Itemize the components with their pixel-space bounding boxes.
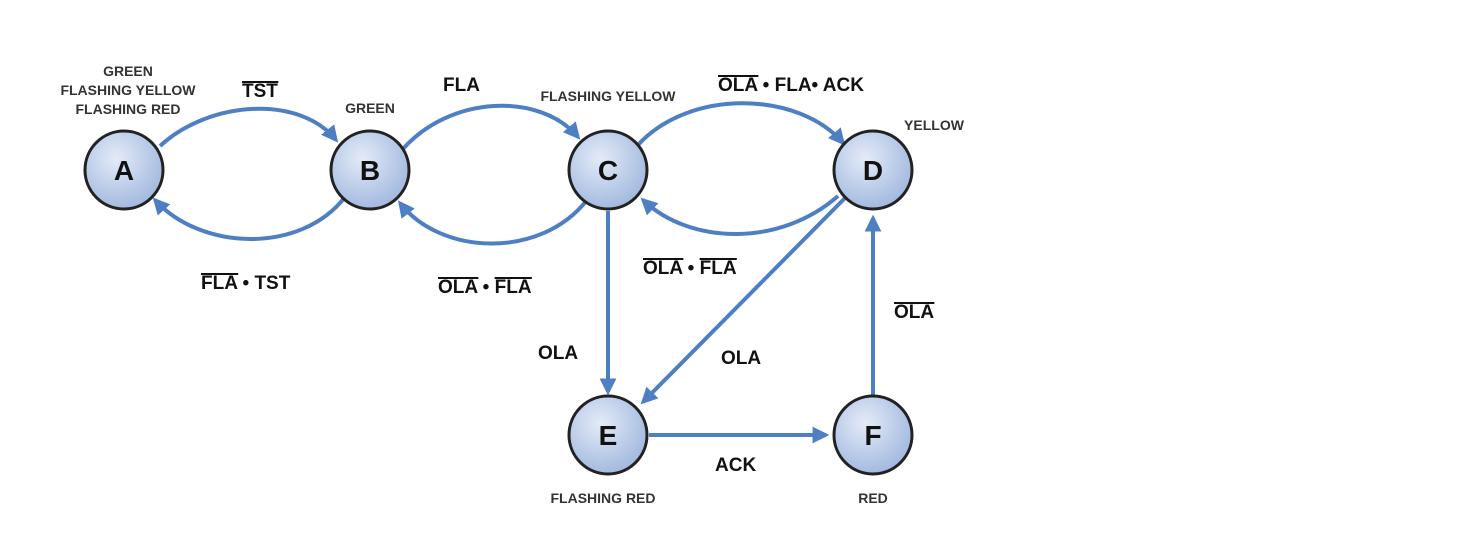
state-node-e: E	[567, 394, 649, 476]
state-node-c: C	[567, 129, 649, 211]
condition-d-to-c-part-1: •	[682, 258, 699, 279]
condition-c-to-b: OLA • FLA	[438, 277, 532, 298]
state-letter-b: B	[360, 155, 380, 186]
state-node-f: F	[832, 394, 914, 476]
state-desc-f: RED	[858, 490, 888, 506]
state-node-a: A	[83, 129, 165, 211]
arrow-b-to-c	[400, 103, 581, 152]
state-circle-c	[567, 129, 649, 211]
condition-c-to-d-part-0: OLA	[718, 75, 758, 96]
state-desc-e: FLASHING RED	[551, 490, 656, 506]
arrow-a-to-b	[158, 106, 339, 148]
state-letter-e: E	[599, 420, 618, 451]
state-desc-a-line-2: FLASHING YELLOW	[60, 82, 196, 98]
condition-b-to-a-part-2: TST	[254, 273, 290, 294]
condition-b-to-c-part-0: FLA	[443, 75, 480, 96]
condition-c-to-b-part-2: FLA	[495, 277, 532, 298]
arrow-c-to-d	[635, 101, 846, 148]
condition-d-to-c-part-0: OLA	[643, 258, 683, 279]
state-circle-b	[329, 129, 411, 211]
condition-d-to-e: OLA	[721, 348, 761, 369]
condition-c-to-e: OLA	[538, 343, 578, 364]
condition-b-to-a-part-1: •	[237, 273, 254, 294]
state-letter-d: D	[863, 155, 883, 186]
condition-d-to-e-part-0: OLA	[721, 348, 761, 369]
condition-a-to-b: TST	[242, 81, 278, 102]
state-circle-f	[832, 394, 914, 476]
state-circle-a	[83, 129, 165, 211]
condition-f-to-d: OLA	[894, 302, 934, 323]
condition-e-to-f-part-0: ACK	[715, 455, 756, 476]
state-desc-d: YELLOW	[904, 117, 965, 133]
state-circle-d	[832, 129, 914, 211]
state-circle-e	[567, 394, 649, 476]
arrow-d-to-e	[640, 195, 848, 405]
condition-b-to-a: FLA • TST	[201, 273, 291, 294]
condition-d-to-c-part-2: FLA	[700, 258, 737, 279]
condition-a-to-b-part-0: TST	[242, 81, 278, 102]
transition-arrows	[152, 101, 882, 444]
state-desc-a-line-1: GREEN	[103, 63, 153, 79]
condition-b-to-a-part-0: FLA	[201, 273, 238, 294]
state-desc-b: GREEN	[345, 100, 395, 116]
condition-c-to-e-part-0: OLA	[538, 343, 578, 364]
state-desc-c: FLASHING YELLOW	[540, 88, 676, 104]
state-letter-a: A	[114, 155, 134, 186]
state-node-b: B	[329, 129, 411, 211]
condition-b-to-c: FLA	[443, 75, 480, 96]
state-desc-a-line-3: FLASHING RED	[76, 101, 181, 117]
condition-c-to-d: OLA • FLA• ACK	[718, 75, 864, 96]
arrow-d-to-c	[640, 194, 840, 236]
condition-e-to-f: ACK	[715, 455, 756, 476]
state-node-d: D	[832, 129, 914, 211]
condition-f-to-d-part-0: OLA	[894, 302, 934, 323]
arrow-b-to-a	[152, 195, 347, 241]
condition-c-to-b-part-1: •	[477, 277, 494, 298]
condition-c-to-b-part-0: OLA	[438, 277, 478, 298]
condition-c-to-d-part-1: • FLA• ACK	[757, 75, 864, 96]
state-letter-c: C	[598, 155, 618, 186]
condition-d-to-c: OLA • FLA	[643, 258, 737, 279]
state-letter-f: F	[864, 420, 881, 451]
arrow-c-to-b	[397, 198, 589, 246]
